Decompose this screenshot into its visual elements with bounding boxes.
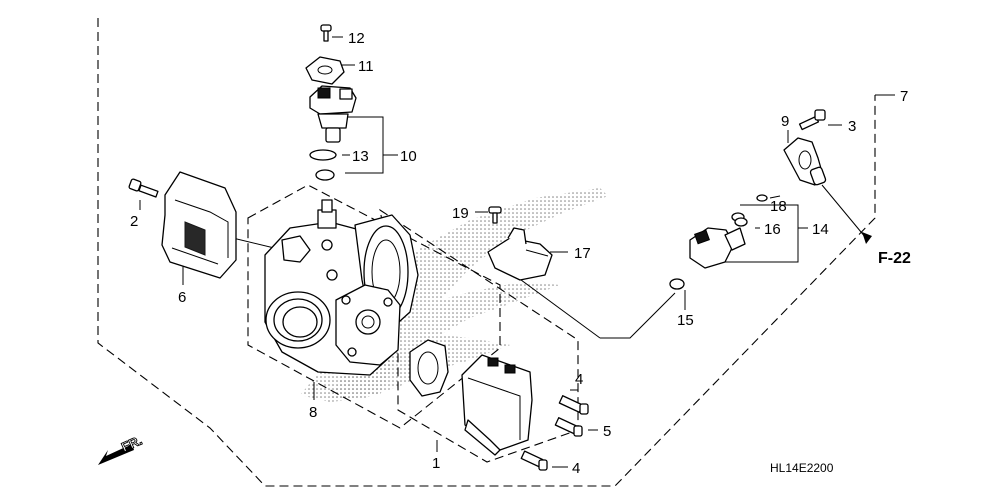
- callout-17: 17: [574, 245, 591, 262]
- reference-label-f22: F-22: [878, 250, 911, 267]
- assembly-outline-7: [97, 18, 876, 487]
- callout-1: 1: [432, 455, 440, 472]
- callout-6: 6: [178, 289, 186, 306]
- callout-13: 13: [352, 148, 369, 165]
- callout-15: 15: [677, 312, 694, 329]
- bolt-2: [128, 178, 159, 198]
- assembly-outline-8: [247, 184, 501, 429]
- callout-10: 10: [400, 148, 417, 165]
- callout-18: 18: [770, 198, 787, 215]
- screw-19: [488, 206, 502, 224]
- callout-14: 14: [812, 221, 829, 238]
- bolt-4-upper: [558, 395, 589, 415]
- callout-5: 5: [603, 423, 611, 440]
- callout-4-upper: 4: [575, 371, 583, 388]
- callout-numbers: 12 11 10 13 2 6 8 1 19 17 9 3 7 18 16 14…: [130, 30, 908, 477]
- o-ring-16: [731, 212, 748, 227]
- callout-8: 8: [309, 404, 317, 421]
- direction-label: FR.: [119, 433, 144, 455]
- screw-12: [320, 24, 332, 42]
- callout-7: 7: [900, 88, 908, 105]
- seal-ring-10: [315, 169, 335, 181]
- bolt-3: [798, 109, 826, 131]
- cover-6: [161, 171, 237, 279]
- callout-16: 16: [764, 221, 781, 238]
- callout-3: 3: [848, 118, 856, 135]
- callout-12: 12: [348, 30, 365, 47]
- bracket-11: [305, 56, 345, 85]
- front-direction-arrow: FR.: [98, 432, 145, 465]
- injector-14: [689, 227, 746, 269]
- bolt-4-lower: [520, 450, 548, 471]
- sensor-1: [461, 354, 533, 456]
- o-ring-18: [756, 194, 768, 202]
- callout-11: 11: [358, 58, 374, 75]
- sensor-9: [783, 137, 827, 186]
- callout-2: 2: [130, 213, 138, 230]
- bolt-5: [554, 417, 583, 437]
- washer-15: [669, 278, 685, 290]
- callout-4-lower: 4: [572, 460, 580, 477]
- callout-19: 19: [452, 205, 469, 222]
- injector-10: [309, 85, 357, 143]
- callout-9: 9: [781, 113, 789, 130]
- gasket-1: [409, 339, 449, 397]
- o-ring-13: [309, 149, 337, 161]
- diagram-code: HL14E2200: [770, 461, 834, 475]
- bracket-17: [487, 227, 553, 281]
- throttle-body-8: [264, 199, 419, 376]
